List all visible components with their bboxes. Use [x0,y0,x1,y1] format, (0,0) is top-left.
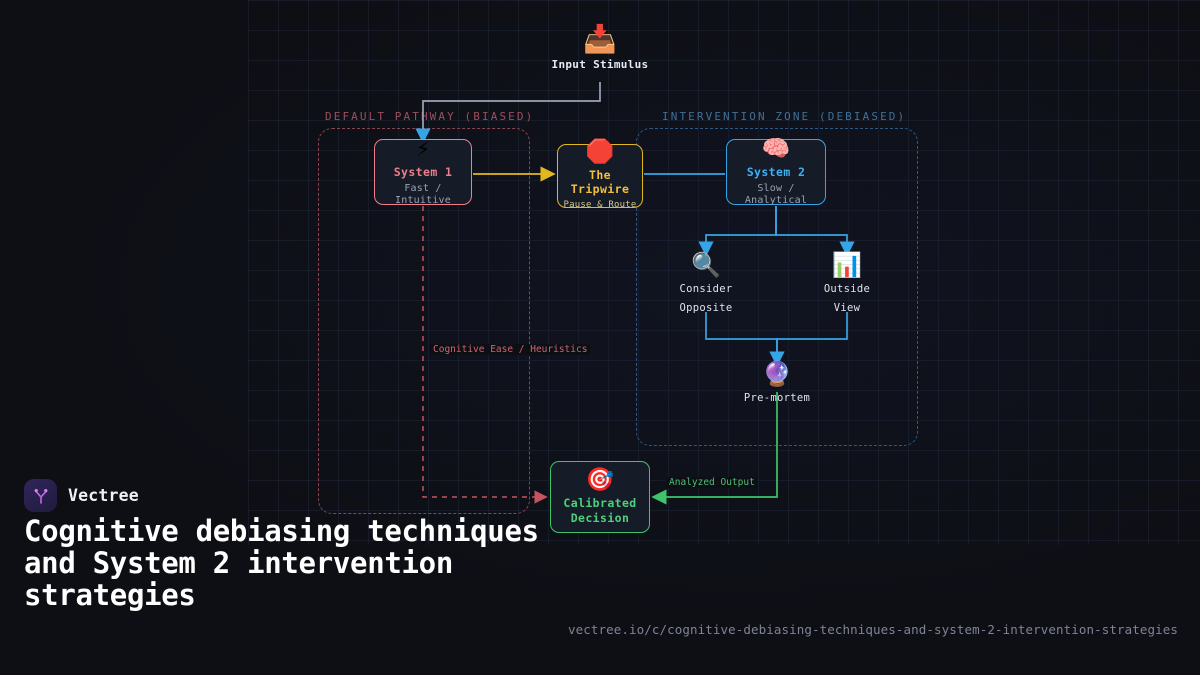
label-line-2: Decision [570,510,630,525]
edge-system2-to-children [698,206,855,257]
node-title-system-1: System 1 [393,164,453,179]
crystal-ball-icon: 🔮 [762,360,792,388]
node-outside-view[interactable]: 📊 Outside View [802,253,892,315]
edge-children-to-premortem [705,312,848,367]
label-line-2: View [833,302,861,314]
bar-chart-icon: 📊 [832,251,862,279]
node-system-1[interactable]: ⚡ System 1 Fast / Intuitive [374,135,472,206]
node-subtitle-tripwire: Pause & Route [563,200,637,211]
node-label-outside-view: Outside View [824,283,870,314]
node-title-tripwire: The Tripwire [570,168,630,197]
node-pre-mortem[interactable]: 🔮 Pre-mortem [732,362,822,405]
edge-label-cognitive-ease: Cognitive Ease / Heuristics [430,344,591,355]
node-input-stimulus[interactable]: 📥 Input Stimulus [540,26,660,72]
node-title-calibrated-decision: Calibrated Decision [563,496,636,525]
vectree-logo [24,479,57,512]
edge-premortem-to-calibrated [651,392,778,505]
dart-target-icon: 🎯 [585,467,615,494]
edge-input-to-system1 [415,82,601,144]
node-title-system-2: System 2 [746,164,806,179]
edge-label-analyzed-output: Analyzed Output [666,477,758,488]
label-line-1: Outside [823,283,871,295]
node-label-input-stimulus: Input Stimulus [551,58,649,71]
node-label-consider-opposite: Consider Opposite [680,283,733,314]
lightning-bolt-icon: ⚡ [416,135,430,162]
node-system-2[interactable]: 🧠 System 2 Slow / Analytical [726,135,826,206]
tree-branch-icon [34,488,47,504]
magnifying-glass-icon: 🔍 [691,251,721,279]
node-subtitle-system-1: Fast / Intuitive [395,182,451,206]
label-line-1: Calibrated [563,496,637,511]
brand-name: Vectree [68,486,139,505]
zone-label-intervention: INTERVENTION ZONE (DEBIASED) [662,110,907,123]
edge-system1-to-calibrated [422,206,548,504]
stop-sign-icon: 🛑 [585,139,615,166]
node-calibrated-decision[interactable]: 🎯 Calibrated Decision [550,461,650,533]
brand: Vectree [24,479,139,512]
page-url: vectree.io/c/cognitive-debiasing-techniq… [567,622,1178,637]
node-consider-opposite[interactable]: 🔍 Consider Opposite [661,253,751,315]
zone-label-default-pathway: DEFAULT PATHWAY (BIASED) [325,110,535,123]
node-label-pre-mortem: Pre-mortem [743,392,811,404]
inbox-tray-icon: 📥 [583,24,617,55]
node-tripwire[interactable]: 🛑 The Tripwire Pause & Route [557,139,643,211]
node-subtitle-system-2: Slow / Analytical [744,182,808,206]
label-line-2: Opposite [679,302,733,314]
label-line-1: Consider [679,283,733,295]
page-title: Cognitive debiasing techniques and Syste… [24,514,539,612]
brain-icon: 🧠 [761,135,791,162]
